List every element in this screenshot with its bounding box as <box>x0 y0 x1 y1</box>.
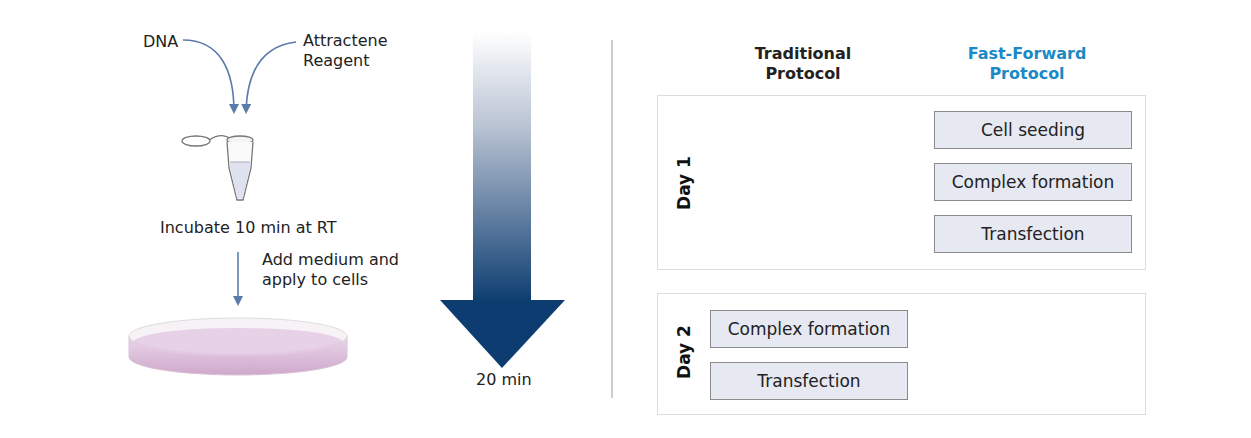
flow-arrow <box>183 40 234 112</box>
box-text: Complex formation <box>952 172 1115 192</box>
step-label: Incubate 10 min at RT <box>160 218 337 238</box>
process-box: Complex formation <box>934 163 1132 201</box>
flow-arrow <box>246 42 296 112</box>
petri-dish <box>129 318 347 375</box>
flow-arrow <box>237 252 239 304</box>
process-box: Complex formation <box>710 310 908 348</box>
box-text: Complex formation <box>728 319 891 339</box>
day-panel: Day 2 Complex formationTransfection <box>657 293 1146 415</box>
input-label: DNA <box>143 32 178 52</box>
process-box: Transfection <box>934 215 1132 253</box>
day-label: Day 1 <box>674 156 694 210</box>
process-box: Cell seeding <box>934 111 1132 149</box>
separator-line <box>612 40 613 398</box>
tube-icon <box>182 136 253 200</box>
column-header: Traditional Protocol <box>748 44 858 84</box>
time-arrow <box>440 32 565 368</box>
box-text: Transfection <box>757 371 860 391</box>
day-label: Day 2 <box>674 325 694 379</box>
box-text: Cell seeding <box>981 120 1085 140</box>
box-text: Transfection <box>981 224 1084 244</box>
step-label: Add medium and apply to cells <box>262 250 402 290</box>
process-box: Transfection <box>710 362 908 400</box>
day-panel: Day 1 Cell seedingComplex formationTransf… <box>657 95 1146 270</box>
time-label: 20 min <box>476 370 532 390</box>
column-header: Fast-Forward Protocol <box>957 44 1097 84</box>
input-label: Attractene Reagent <box>303 31 398 71</box>
